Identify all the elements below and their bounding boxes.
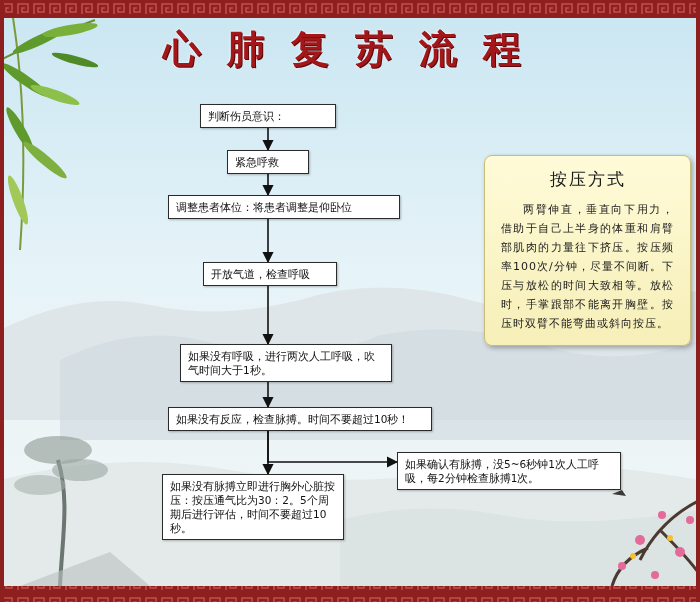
bamboo bbox=[0, 0, 99, 250]
box-text: 如果确认有脉搏，没5~6秒钟1次人工呼吸，每2分钟检查脉搏1次。 bbox=[405, 457, 613, 485]
info-panel: 按压方式两臂伸直，垂直向下用力，借助于自己上半身的体重和肩臂部肌肉的力量往下挤压… bbox=[484, 155, 691, 346]
box-text: 判断伤员意识： bbox=[208, 109, 328, 123]
flow-arrow bbox=[268, 431, 397, 462]
box-text: 如果没有呼吸，进行两次人工呼吸，吹气时间大于1秒。 bbox=[188, 349, 384, 377]
plum-branch bbox=[612, 490, 700, 586]
flow-arrow bbox=[267, 219, 269, 262]
box-text: 如果没有反应，检查脉搏。时间不要超过10秒！ bbox=[176, 412, 424, 426]
process-box: 开放气道，检查呼吸 bbox=[203, 262, 337, 286]
box-text: 如果没有脉搏立即进行胸外心脏按压：按压通气比为30：2。5个周期后进行评估，时间… bbox=[170, 479, 336, 535]
process-box: 如果没有反应，检查脉搏。时间不要超过10秒！ bbox=[168, 407, 432, 431]
flow-arrow bbox=[267, 128, 269, 150]
flow-arrow bbox=[267, 382, 269, 407]
box-text: 调整患者体位：将患者调整是仰卧位 bbox=[176, 200, 392, 214]
process-box: 调整患者体位：将患者调整是仰卧位 bbox=[168, 195, 400, 219]
process-box: 如果没有脉搏立即进行胸外心脏按压：按压通气比为30：2。5个周期后进行评估，时间… bbox=[162, 474, 344, 540]
box-text: 紧急呼救 bbox=[235, 155, 301, 169]
poster-title: 心肺复苏流程 bbox=[120, 24, 590, 75]
process-box: 判断伤员意识： bbox=[200, 104, 336, 128]
flow-arrow bbox=[267, 286, 269, 344]
box-text: 两臂伸直，垂直向下用力，借助于自己上半身的体重和肩臂部肌肉的力量往下挤压。按压频… bbox=[501, 200, 674, 333]
ink-trees bbox=[14, 436, 150, 586]
box-text: 开放气道，检查呼吸 bbox=[211, 267, 329, 281]
flow-arrow bbox=[267, 174, 269, 195]
process-box: 如果没有呼吸，进行两次人工呼吸，吹气时间大于1秒。 bbox=[180, 344, 392, 382]
process-box: 如果确认有脉搏，没5~6秒钟1次人工呼吸，每2分钟检查脉搏1次。 bbox=[397, 452, 621, 490]
process-box: 紧急呼救 bbox=[227, 150, 309, 174]
panel-heading: 按压方式 bbox=[501, 168, 674, 190]
bird bbox=[612, 490, 626, 496]
